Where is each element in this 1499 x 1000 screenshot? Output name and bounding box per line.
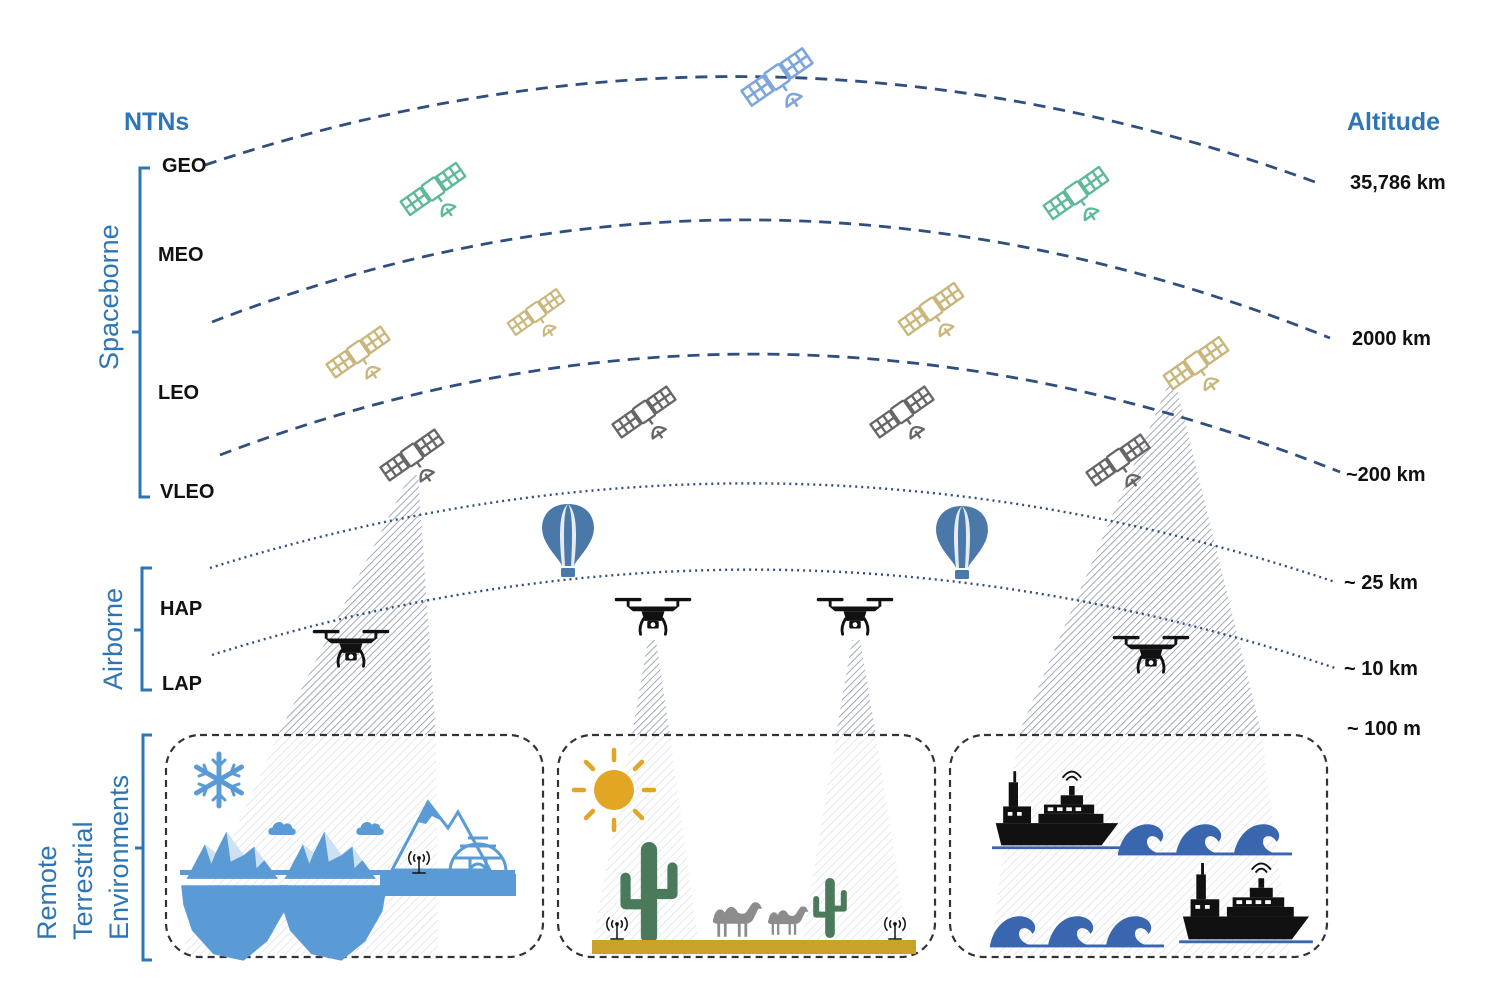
- environment-boxes: [164, 733, 1329, 959]
- airborne-bracket: [134, 566, 152, 692]
- sun-icon: [571, 747, 657, 833]
- level-vleo: VLEO: [160, 481, 214, 503]
- category-brackets: [132, 166, 152, 962]
- beam-light-3: [800, 735, 910, 955]
- geo-orbit: [204, 75, 1316, 184]
- satellites: [324, 46, 1244, 507]
- altitude-meo: 2000 km: [1352, 328, 1431, 350]
- satellite-icon: [398, 161, 481, 237]
- altitude-heading: Altitude: [1347, 108, 1440, 136]
- drone-beam-1: [632, 640, 670, 735]
- satellite-icon: [896, 281, 979, 357]
- terrestrial-bracket: [135, 733, 152, 962]
- satellite-icon: [324, 324, 405, 399]
- altitude-ground: ~ 100 m: [1347, 718, 1421, 740]
- altitude-lap: ~ 10 km: [1344, 658, 1418, 680]
- level-lap: LAP: [162, 673, 202, 695]
- camel-icon: [712, 902, 763, 937]
- balloon-icon: [936, 506, 988, 579]
- drone-beam-2: [836, 640, 876, 735]
- desert-scene: [571, 747, 916, 954]
- terrestrial-label-1: Remote: [32, 845, 62, 940]
- terrestrial-label-2: Terrestrial: [68, 821, 98, 940]
- snowflake-icon: [194, 751, 244, 809]
- satellite-icon: [868, 384, 949, 459]
- level-geo: GEO: [162, 155, 206, 177]
- level-hap: HAP: [160, 598, 202, 620]
- balloon-icon: [542, 504, 594, 577]
- altitude-hap: ~ 25 km: [1344, 572, 1418, 594]
- mountain-icon: [389, 799, 493, 872]
- terrestrial-label-3: Environments: [104, 775, 134, 940]
- meo-orbit: [211, 218, 1331, 340]
- level-meo: MEO: [158, 244, 204, 266]
- igloo-icon: [448, 836, 508, 873]
- ice-shelf: [380, 874, 516, 896]
- leo-beam: [1018, 385, 1262, 735]
- sand-ground: [592, 940, 916, 954]
- desert-box: [556, 733, 937, 959]
- altitude-geo: 35,786 km: [1350, 172, 1446, 194]
- spaceborne-label: Spaceborne: [94, 224, 124, 370]
- altitude-leo: ~200 km: [1346, 464, 1426, 486]
- spaceborne-bracket: [132, 166, 150, 499]
- polar-box: [164, 733, 545, 959]
- ocean-box: [948, 733, 1329, 959]
- airborne-label: Airborne: [98, 588, 128, 690]
- ntns-heading: NTNs: [124, 108, 189, 136]
- camel-icon: [767, 906, 809, 935]
- satellite-icon: [506, 287, 578, 354]
- drone-icon: [613, 596, 693, 636]
- level-leo: LEO: [158, 382, 199, 404]
- satellite-icon: [1041, 165, 1124, 241]
- satellite-icon: [739, 46, 830, 130]
- vleo-beam: [278, 475, 436, 735]
- polar-scene: [180, 751, 516, 961]
- satellite-icon: [610, 384, 691, 459]
- leo-orbit: [219, 352, 1341, 474]
- drone-icon: [815, 596, 895, 636]
